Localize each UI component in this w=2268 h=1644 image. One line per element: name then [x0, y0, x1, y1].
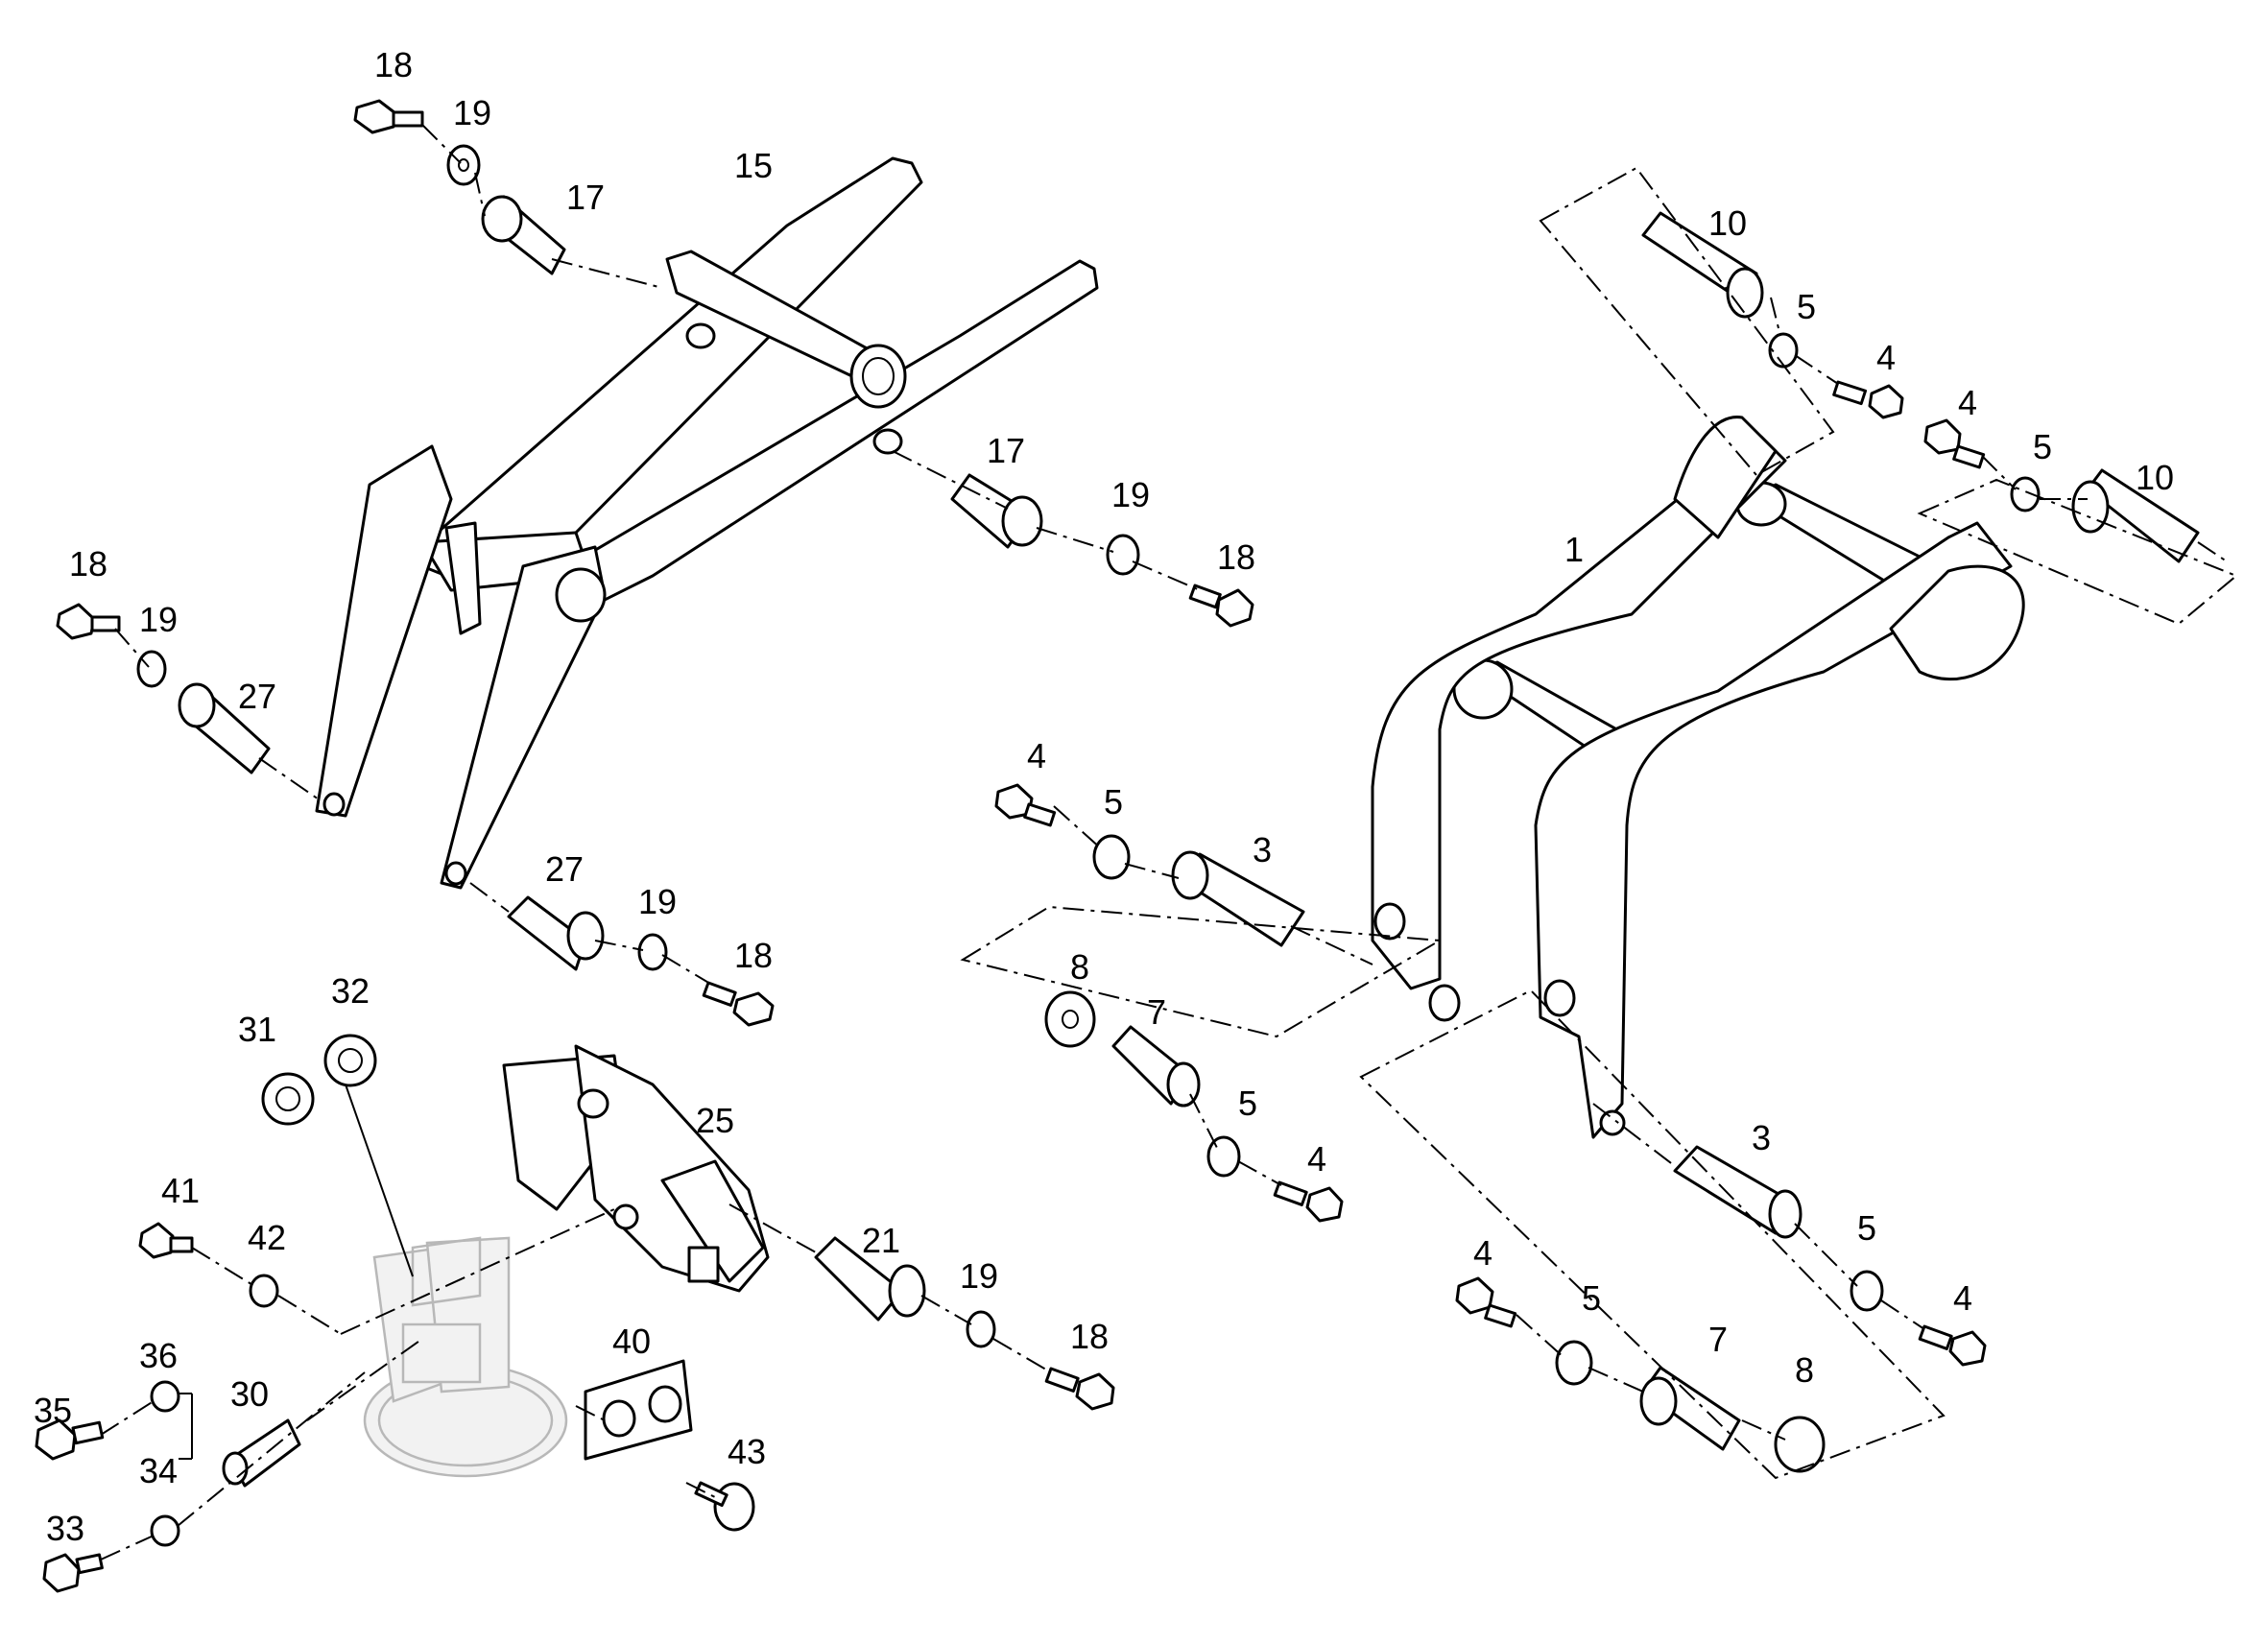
callout-7: 7 [1147, 992, 1166, 1032]
callout-18: 18 [734, 936, 773, 975]
callout-1: 1 [1564, 530, 1584, 569]
callout-43: 43 [728, 1432, 766, 1471]
callout-18: 18 [374, 45, 413, 84]
callout-31: 31 [238, 1010, 276, 1049]
callout-5: 5 [2033, 427, 2052, 466]
callout-5: 5 [1238, 1084, 1257, 1123]
callout-5: 5 [1797, 287, 1816, 326]
callout-27: 27 [545, 849, 584, 889]
callout-27: 27 [238, 677, 276, 716]
callout-3: 3 [1253, 830, 1272, 870]
callout-4: 4 [1958, 383, 1977, 422]
callout-32: 32 [331, 971, 370, 1011]
callout-19: 19 [139, 600, 178, 639]
callout-42: 42 [248, 1218, 286, 1257]
callout-10: 10 [2136, 458, 2174, 497]
callout-21: 21 [862, 1221, 900, 1260]
fasteners [35, 99, 2200, 1593]
callout-5: 5 [1104, 782, 1123, 822]
callout-34: 34 [139, 1451, 178, 1490]
callout-4: 4 [1473, 1233, 1492, 1273]
callout-10: 10 [1708, 203, 1747, 243]
callout-25: 25 [696, 1101, 734, 1140]
callout-4: 4 [1876, 338, 1896, 377]
ghost-hub-assembly [363, 1236, 568, 1478]
callout-4: 4 [1027, 736, 1046, 775]
callout-18: 18 [1070, 1317, 1109, 1356]
callout-19: 19 [960, 1256, 998, 1296]
callout-18: 18 [1217, 537, 1255, 577]
callout-17: 17 [566, 178, 605, 217]
callout-35: 35 [34, 1391, 72, 1430]
callout-3: 3 [1752, 1118, 1771, 1157]
callout-18: 18 [69, 544, 107, 584]
callout-8: 8 [1070, 947, 1089, 987]
callout-19: 19 [1111, 475, 1150, 514]
callout-7: 7 [1708, 1320, 1728, 1359]
callout-19: 19 [638, 882, 677, 921]
callout-5: 5 [1857, 1208, 1876, 1248]
callout-4: 4 [1307, 1139, 1326, 1179]
callout-15: 15 [734, 146, 773, 185]
callout-19: 19 [453, 93, 491, 132]
callout-41: 41 [161, 1171, 200, 1210]
callout-4: 4 [1953, 1278, 1972, 1318]
callout-30: 30 [230, 1374, 269, 1414]
link-frame-assembly [1371, 416, 2025, 1139]
callout-5: 5 [1582, 1278, 1601, 1318]
callout-17: 17 [987, 431, 1025, 470]
callout-36: 36 [139, 1336, 178, 1375]
part-40-plate [584, 1359, 693, 1461]
assembly-center-lines [100, 124, 2238, 1561]
callout-40: 40 [612, 1322, 651, 1361]
callout-labels: 18 19 15 17 17 19 18 18 19 27 27 19 18 1… [34, 45, 2174, 1548]
callout-8: 8 [1795, 1350, 1814, 1390]
mount-bracket-assembly [502, 1044, 770, 1293]
upper-arm-assembly [315, 156, 1099, 890]
callout-33: 33 [46, 1509, 84, 1548]
